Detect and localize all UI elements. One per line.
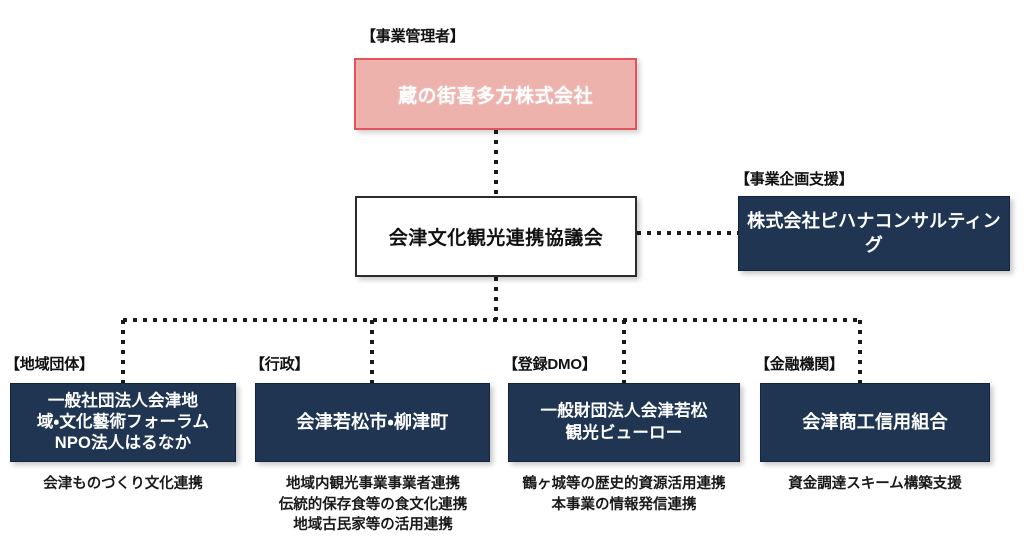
node-member-2[interactable]: 会津若松市・柳津町 [255,383,490,462]
node-member-3[interactable]: 一般財団法人会津若松 観光ビューロー [508,383,740,462]
bracket-label-manager: 【事業管理者】 [361,28,465,45]
node-member-1[interactable]: 一般社団法人会津地 域・文化藝術フォーラム NPO法人はるなか [10,383,236,462]
node-manager-label: 蔵の街喜多方株式会社 [397,85,593,107]
node-member-2-label: 会津若松市・柳津町 [296,411,449,432]
node-member-3-label: 一般財団法人会津若松 観光ビューロー [540,402,708,442]
bracket-label-member-4: 【金融機関】 [755,356,844,373]
bracket-label-member-1: 【地域団体】 [5,356,94,373]
node-council-label: 会津文化観光連携協議会 [388,228,604,249]
caption-member-2: 地域内観光事業事業者連携 伝統的保存食等の食文化連携 地域古民家等の活用連携 [278,476,468,534]
bracket-label-member-2: 【行政】 [250,356,310,373]
bracket-label-member-3: 【登録DMO】 [503,356,597,373]
node-support-label: 株式会社ピハナコンサルティング [747,211,1001,255]
caption-member-1: 会津ものづくり文化連携 [43,476,203,492]
node-member-1-label: 一般社団法人会津地 域・文化藝術フォーラム NPO法人はるなか [36,391,210,453]
node-council[interactable]: 会津文化観光連携協議会 [355,196,637,277]
bracket-label-support: 【事業企画支援】 [735,171,854,188]
node-member-4-label: 会津商工信用組合 [802,411,948,432]
node-manager[interactable]: 蔵の街喜多方株式会社 [354,58,637,130]
caption-member-4: 資金調達スキーム構築支援 [788,476,962,492]
caption-member-3: 鶴ヶ城等の歴史的資源活用連携 本事業の情報発信連携 [522,476,726,513]
node-member-4[interactable]: 会津商工信用組合 [760,383,990,462]
node-support[interactable]: 株式会社ピハナコンサルティング [738,196,1010,271]
